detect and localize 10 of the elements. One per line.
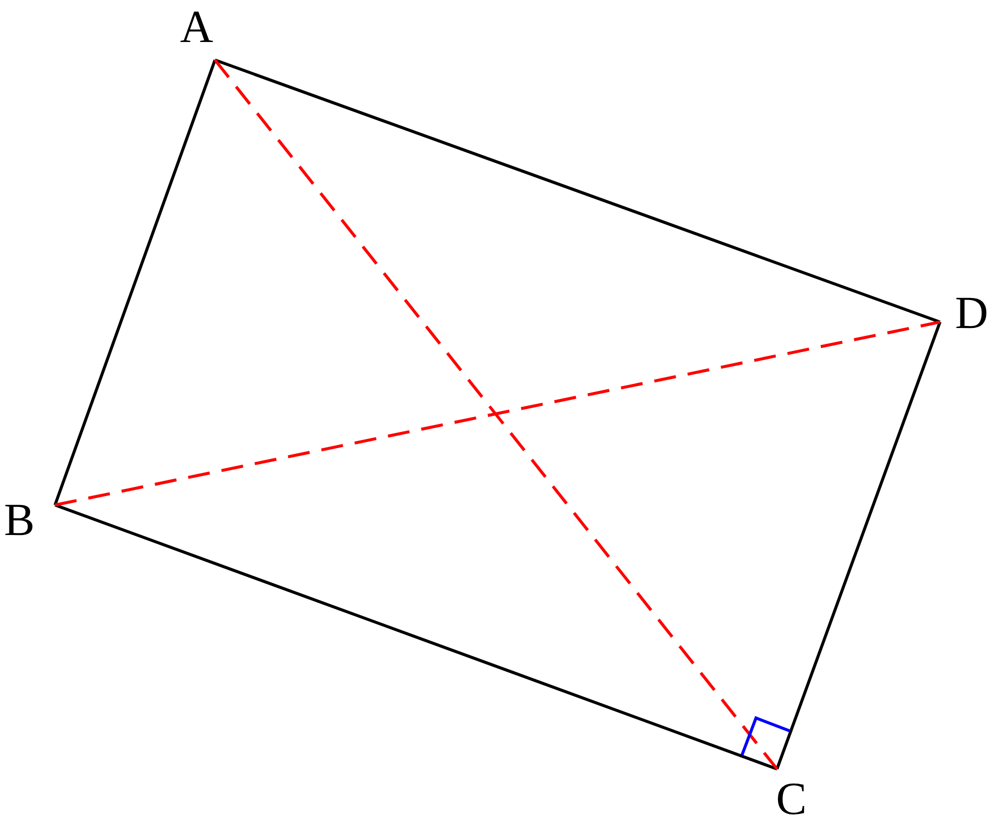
diagonal-line (214, 59, 778, 770)
vertex-label: A (180, 4, 214, 50)
vertex-label: B (4, 497, 35, 543)
side-line (54, 60, 216, 506)
side-line (54, 504, 778, 770)
vertex-label: C (776, 776, 807, 822)
side-line (776, 321, 942, 770)
vertex-label: D (955, 290, 988, 336)
diagonal-line (54, 320, 940, 506)
side-line (214, 58, 941, 324)
